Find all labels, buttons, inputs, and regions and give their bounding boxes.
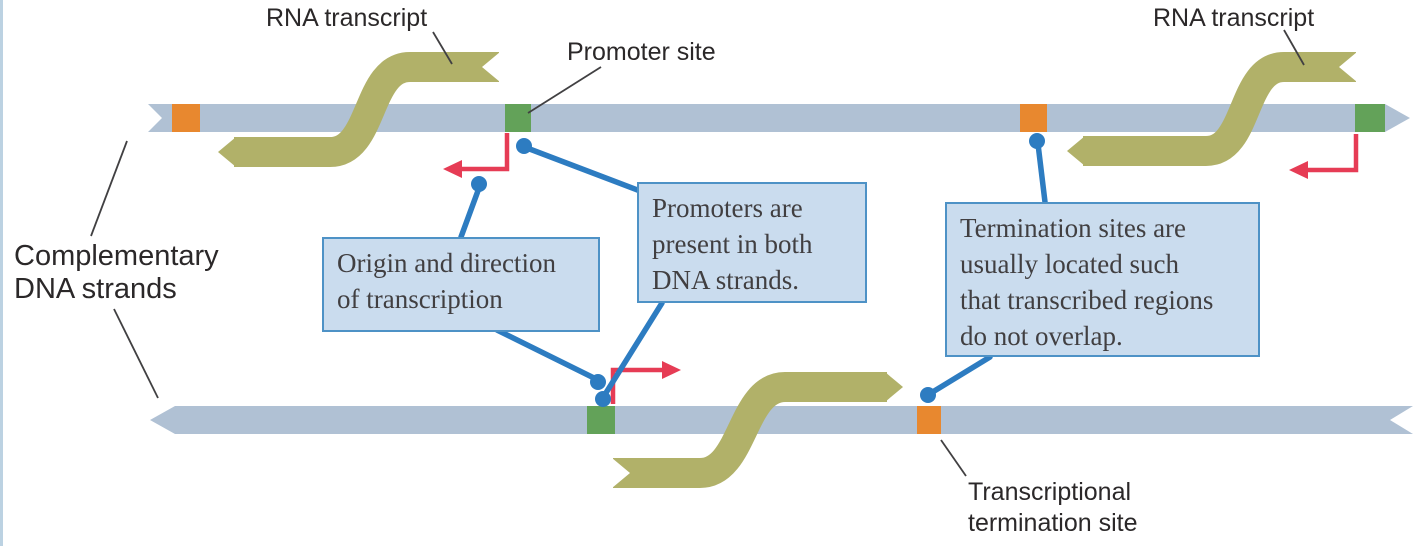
rna-transcript-ribbon-bottom <box>612 372 903 488</box>
rna-transcript-label-right: RNA transcript <box>1153 4 1315 32</box>
transcriptional-termination-label-line2: termination site <box>968 509 1138 537</box>
rna-ribbon-tail-notch <box>612 458 630 488</box>
rna-ribbon-point <box>885 372 903 402</box>
pointer-rna-transcript-right <box>1283 29 1305 66</box>
termination-callout-line3: that transcribed regions <box>960 285 1214 315</box>
rna-ribbon-band <box>613 372 887 488</box>
connector-dot <box>595 391 611 407</box>
connector-termination-to-bottom-site <box>920 354 993 403</box>
transcriptional-termination-label-line1: Transcriptional <box>968 478 1132 506</box>
rna-transcript-ribbon-right <box>1067 52 1357 166</box>
connector-origin-to-top-arrow <box>458 176 487 240</box>
termination-callout-line1: Termination sites are <box>960 213 1187 243</box>
promoters-callout-line2: present in both <box>652 229 813 259</box>
rna-ribbon-tail-notch <box>1339 52 1357 82</box>
pointer-termination-site-label <box>940 439 967 477</box>
termination-site-marker-top-left <box>172 104 200 132</box>
promoter-site-marker-top-left <box>505 104 531 132</box>
origin-callout-line2: of transcription <box>337 284 503 314</box>
promoters-both-strands-callout: Promoters are present in both DNA strand… <box>637 182 867 303</box>
transcription-arrow-top-left <box>443 133 510 178</box>
rna-transcript-ribbon-left <box>218 52 500 167</box>
pointer-rna-transcript-left <box>432 31 453 65</box>
rna-transcript-label-left: RNA transcript <box>266 4 428 32</box>
arrowhead-left-icon <box>1289 161 1308 179</box>
termination-site-marker-bottom <box>917 406 941 434</box>
pointer-complementary-bottom <box>113 308 159 399</box>
origin-callout-line1: Origin and direction <box>337 248 556 278</box>
termination-callout-line2: usually located such <box>960 249 1179 279</box>
complementary-dna-label-line2: DNA strands <box>14 273 177 305</box>
promoters-callout-line3: DNA strands. <box>652 265 799 295</box>
rna-ribbon-point <box>218 137 236 167</box>
arrowhead-left-icon <box>443 160 462 178</box>
pointer-promoter-site <box>527 66 602 114</box>
connector-dot <box>590 374 606 390</box>
arrowhead-right-icon <box>662 361 681 379</box>
termination-sites-callout: Termination sites are usually located su… <box>945 202 1260 357</box>
top-dna-strand <box>148 104 1410 132</box>
connector-origin-to-bottom-arrow <box>494 327 606 390</box>
left-border-line <box>0 0 3 546</box>
connector-promoters-to-top-site <box>516 138 643 194</box>
origin-direction-callout: Origin and direction of transcription <box>322 237 600 332</box>
rna-ribbon-tail-notch <box>482 52 500 82</box>
rna-ribbon-band <box>234 52 499 167</box>
promoter-site-label: Promoter site <box>567 38 716 66</box>
promoter-site-marker-top-right <box>1355 104 1385 132</box>
connector-dot <box>516 138 532 154</box>
connector-promoters-to-bottom-site <box>595 300 665 407</box>
connector-dot <box>1029 133 1045 149</box>
complementary-dna-label-line1: Complementary <box>14 240 219 272</box>
transcription-arrow-bottom <box>610 361 681 404</box>
termination-callout-line4: do not overlap. <box>960 321 1123 351</box>
promoter-site-marker-bottom <box>587 406 615 434</box>
connector-dot <box>471 176 487 192</box>
connector-dot <box>920 387 936 403</box>
transcription-arrow-top-right <box>1289 134 1359 179</box>
bottom-dna-strand <box>150 406 1413 434</box>
complementary-dna-label: Complementary DNA strands <box>14 240 219 306</box>
connector-termination-to-top-site <box>1029 133 1048 205</box>
rna-ribbon-band <box>1083 52 1356 166</box>
transcriptional-termination-label: Transcriptional termination site <box>968 477 1138 539</box>
pointer-complementary-top <box>90 140 128 237</box>
promoters-callout-line1: Promoters are <box>652 193 803 223</box>
rna-ribbon-point <box>1067 136 1085 166</box>
termination-site-marker-top-right <box>1020 104 1047 132</box>
